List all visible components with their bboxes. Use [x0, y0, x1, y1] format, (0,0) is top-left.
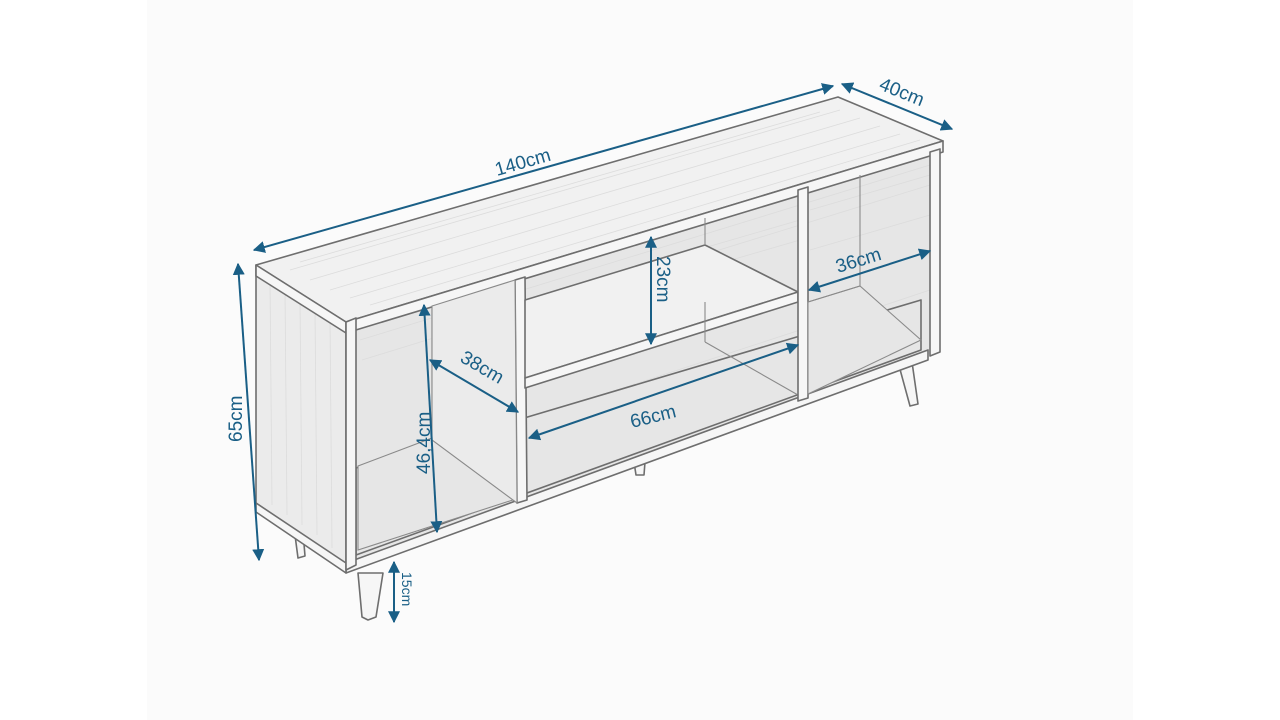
dim-label-leg-height: 15cm	[399, 572, 415, 606]
dim-label-left-compartment-height: 46,4cm	[414, 412, 435, 474]
dim-line-width	[252, 83, 835, 253]
left-front-edge	[345, 317, 357, 571]
leg-front-left	[357, 572, 384, 621]
dim-label-shelf-spacing: 23cm	[652, 256, 673, 302]
divider-right	[797, 186, 809, 402]
left-side-grain	[269, 279, 333, 549]
dim-line-middle-compartment-width	[527, 342, 800, 441]
dim-line-depth	[840, 82, 954, 131]
dim-label-width: 140cm	[493, 145, 554, 181]
dim-label-height: 65cm	[226, 396, 247, 442]
right-side-panel-edge	[929, 148, 941, 357]
dim-line-height	[232, 262, 265, 562]
dim-line-left-compartment-depth	[428, 359, 520, 413]
dim-line-right-compartment-width	[807, 248, 932, 293]
tv-stand	[255, 96, 944, 621]
dim-line-left-compartment-height	[418, 303, 443, 534]
dim-label-depth: 40cm	[876, 74, 927, 111]
